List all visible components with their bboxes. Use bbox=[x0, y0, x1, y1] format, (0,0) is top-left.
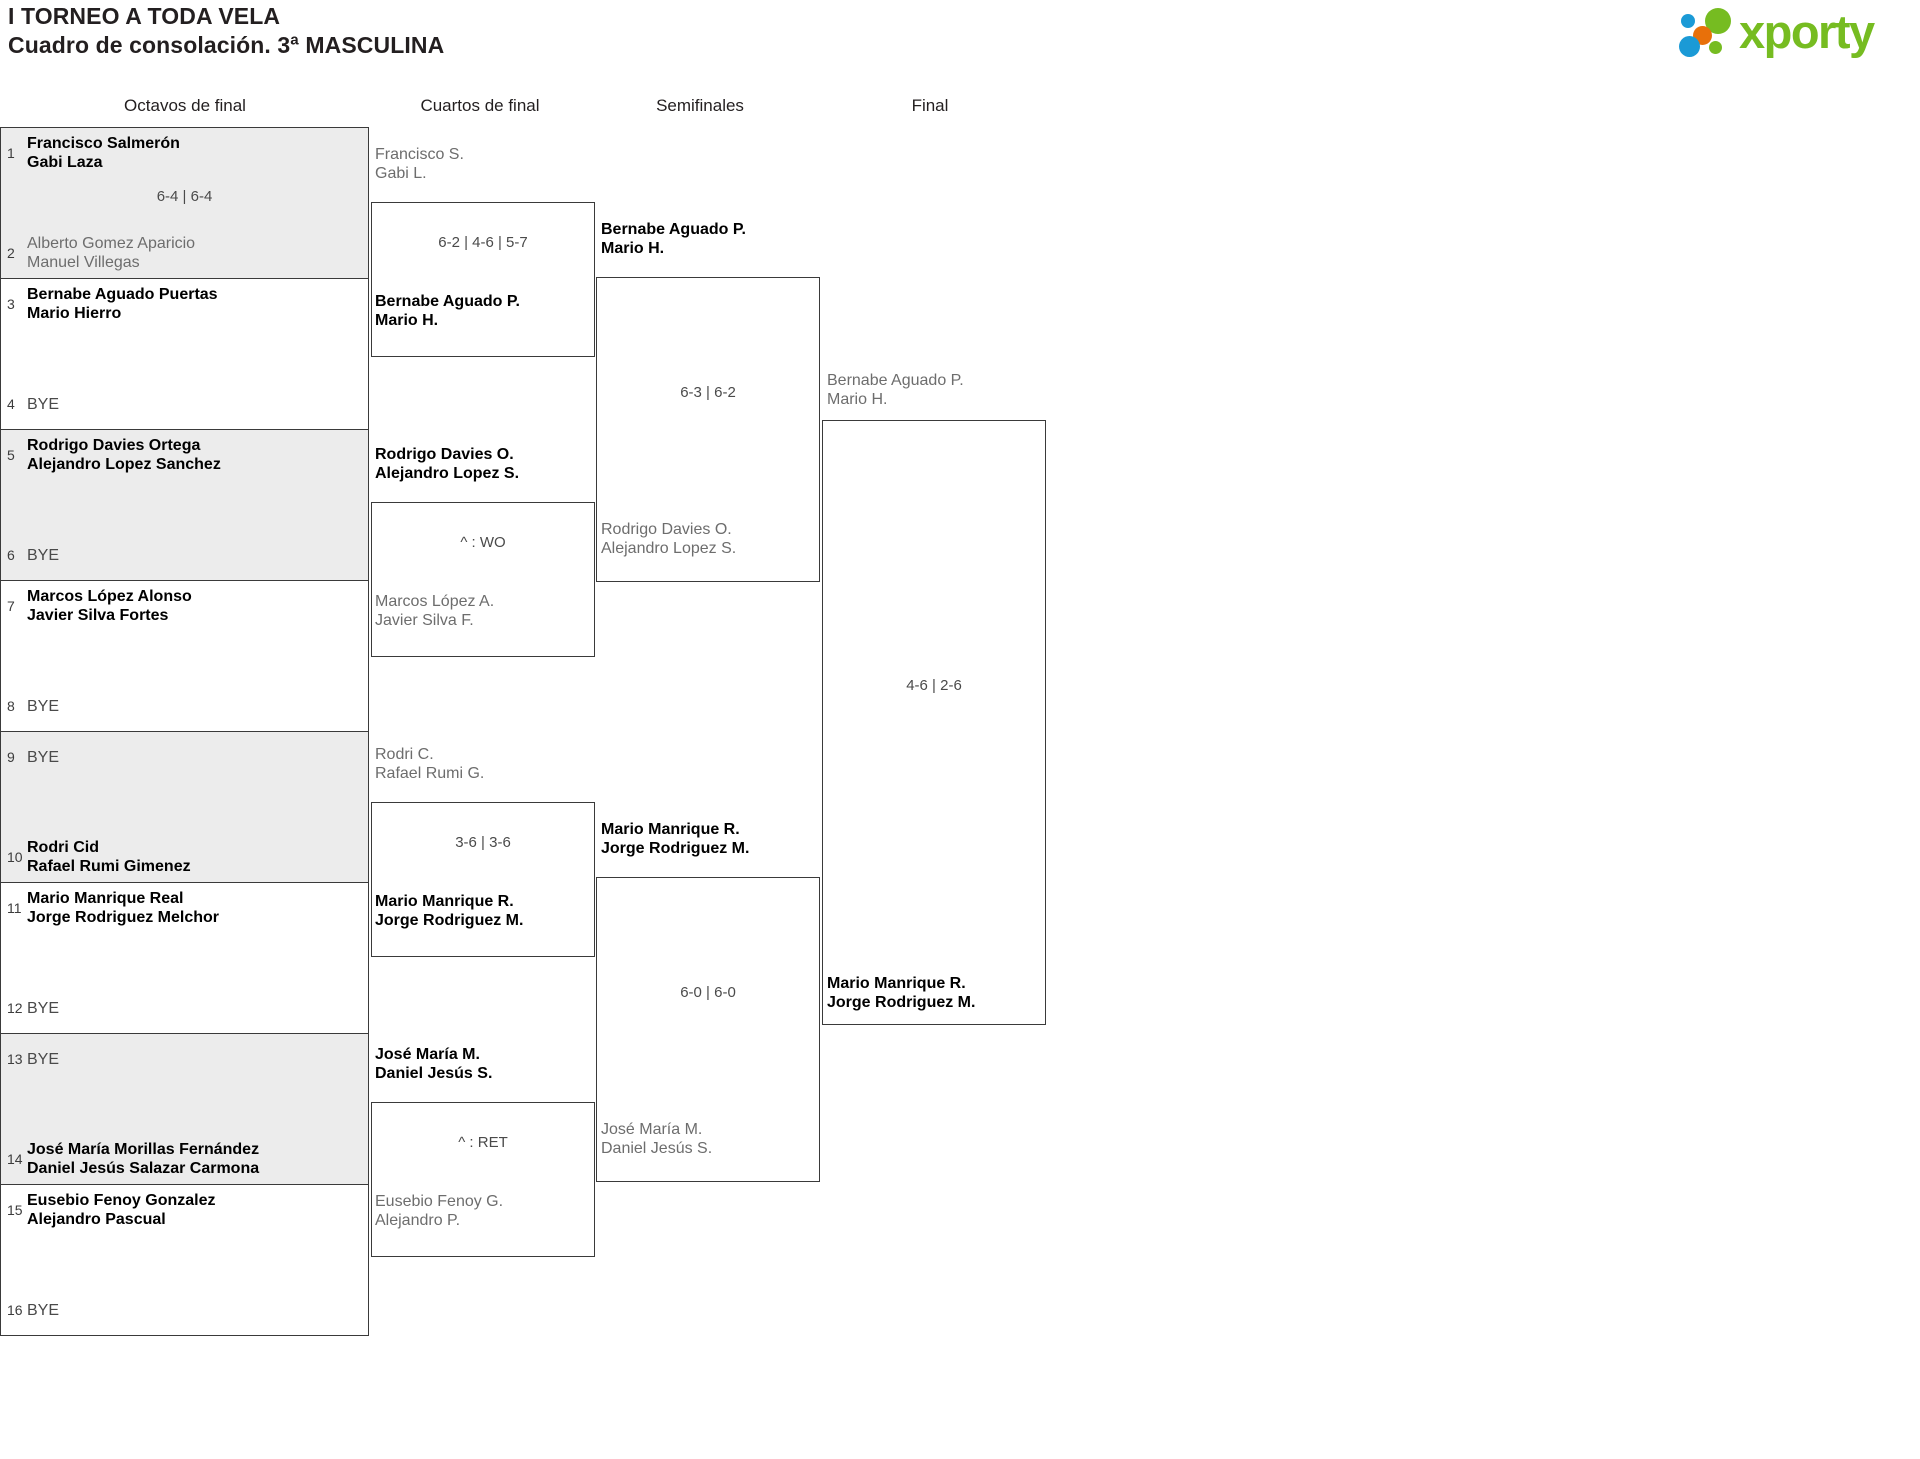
round-header-semifinales: Semifinales bbox=[656, 96, 744, 115]
r2-score-3: 3-6 | 3-6 bbox=[455, 834, 511, 851]
r3-match-box-1[interactable]: 6-3 | 6-2 bbox=[596, 277, 820, 582]
r4-top-label-1[interactable]: Bernabe Aguado P. Mario H. bbox=[827, 372, 964, 408]
r1-player-names: Francisco Salmerón Gabi Laza bbox=[27, 135, 180, 171]
r4-match-box-1[interactable]: 4-6 | 2-6 bbox=[822, 420, 1046, 1025]
tournament-title: I TORNEO A TODA VELA bbox=[8, 3, 281, 29]
round-header-cuartos: Cuartos de final bbox=[420, 96, 540, 115]
r1-group-6[interactable]: 11 Mario Manrique Real Jorge Rodriguez M… bbox=[0, 882, 369, 1034]
r1-slot-9[interactable]: 9 BYE bbox=[1, 737, 368, 777]
logo-dot-blue-small-icon bbox=[1681, 14, 1695, 28]
title-block: I TORNEO A TODA VELA Cuadro de consolaci… bbox=[8, 2, 444, 60]
r1-player-names: Mario Manrique Real Jorge Rodriguez Melc… bbox=[27, 890, 220, 926]
seed-number: 5 bbox=[7, 447, 15, 463]
r1-slot-7[interactable]: 7 Marcos López Alonso Javier Silva Forte… bbox=[1, 586, 368, 626]
r3-score-1: 6-3 | 6-2 bbox=[680, 384, 736, 401]
r2-match-box-1[interactable]: 6-2 | 4-6 | 5-7 bbox=[371, 202, 595, 357]
r3-match-box-2[interactable]: 6-0 | 6-0 bbox=[596, 877, 820, 1182]
r4-champion-label[interactable]: Mario Manrique R. Jorge Rodriguez M. bbox=[827, 975, 976, 1011]
r1-player-names: José María Morillas Fernández Daniel Jes… bbox=[27, 1141, 260, 1177]
r1-slot-1[interactable]: 1 Francisco Salmerón Gabi Laza bbox=[1, 133, 368, 173]
seed-number: 11 bbox=[7, 900, 22, 916]
r1-player-names: Rodri Cid Rafael Rumi Gimenez bbox=[27, 839, 191, 875]
seed-number: 1 bbox=[7, 145, 15, 161]
r2-bottom-label-4[interactable]: Eusebio Fenoy G. Alejandro P. bbox=[375, 1193, 504, 1229]
seed-number: 3 bbox=[7, 296, 15, 312]
r1-player-names: BYE bbox=[27, 546, 60, 564]
r1-player-names: Marcos López Alonso Javier Silva Fortes bbox=[27, 588, 192, 624]
logo-dots-icon bbox=[1679, 8, 1741, 57]
r1-slot-8[interactable]: 8 BYE bbox=[1, 686, 368, 726]
seed-number: 15 bbox=[7, 1202, 23, 1218]
r1-slot-11[interactable]: 11 Mario Manrique Real Jorge Rodriguez M… bbox=[1, 888, 368, 928]
r1-group-7[interactable]: 13 BYE 14 José María Morillas Fernández … bbox=[0, 1033, 369, 1185]
seed-number: 16 bbox=[7, 1302, 23, 1318]
r2-top-label-3[interactable]: Rodri C. Rafael Rumi G. bbox=[375, 746, 485, 782]
r1-player-names: Bernabe Aguado Puertas Mario Hierro bbox=[27, 286, 218, 322]
seed-number: 12 bbox=[7, 1000, 23, 1016]
r2-bottom-label-3[interactable]: Mario Manrique R. Jorge Rodriguez M. bbox=[375, 893, 524, 929]
seed-number: 4 bbox=[7, 396, 15, 412]
r1-slot-5[interactable]: 5 Rodrigo Davies Ortega Alejandro Lopez … bbox=[1, 435, 368, 475]
xporty-logo: xporty bbox=[1679, 5, 1904, 58]
seed-number: 8 bbox=[7, 698, 15, 714]
r3-bottom-label-2[interactable]: José María M. Daniel Jesús S. bbox=[601, 1121, 713, 1157]
r1-group-1[interactable]: 1 Francisco Salmerón Gabi Laza 6-4 | 6-4… bbox=[0, 127, 369, 279]
r1-score-1: 6-4 | 6-4 bbox=[156, 188, 213, 205]
r2-score-1: 6-2 | 4-6 | 5-7 bbox=[438, 234, 528, 251]
r3-top-label-1[interactable]: Bernabe Aguado P. Mario H. bbox=[601, 221, 746, 257]
r1-player-names: Eusebio Fenoy Gonzalez Alejandro Pascual bbox=[27, 1192, 216, 1228]
r1-slot-16[interactable]: 16 BYE bbox=[1, 1290, 368, 1330]
r1-player-names: BYE bbox=[27, 1050, 60, 1068]
r1-group-3[interactable]: 5 Rodrigo Davies Ortega Alejandro Lopez … bbox=[0, 429, 369, 581]
r4-score-1: 4-6 | 2-6 bbox=[906, 677, 962, 694]
r1-player-names: BYE bbox=[27, 999, 60, 1017]
r2-match-box-3[interactable]: 3-6 | 3-6 bbox=[371, 802, 595, 957]
r1-slot-14[interactable]: 14 José María Morillas Fernández Daniel … bbox=[1, 1139, 368, 1179]
r2-bottom-label-1[interactable]: Bernabe Aguado P. Mario H. bbox=[375, 293, 520, 329]
r2-top-label-2[interactable]: Rodrigo Davies O. Alejandro Lopez S. bbox=[375, 446, 520, 482]
r1-slot-10[interactable]: 10 Rodri Cid Rafael Rumi Gimenez bbox=[1, 837, 368, 877]
seed-number: 14 bbox=[7, 1151, 23, 1167]
r1-player-names: BYE bbox=[27, 1301, 60, 1319]
r1-player-names: Alberto Gomez Aparicio Manuel Villegas bbox=[27, 235, 196, 271]
r2-top-label-1[interactable]: Francisco S. Gabi L. bbox=[375, 146, 464, 182]
r1-player-names: BYE bbox=[27, 395, 60, 413]
r1-slot-13[interactable]: 13 BYE bbox=[1, 1039, 368, 1079]
bracket-subtitle: Cuadro de consolación. 3ª MASCULINA bbox=[8, 32, 445, 58]
logo-dot-blue-large-icon bbox=[1679, 36, 1700, 57]
seed-number: 13 bbox=[7, 1051, 23, 1067]
r1-group-5[interactable]: 9 BYE 10 Rodri Cid Rafael Rumi Gimenez bbox=[0, 731, 369, 883]
round-header-final: Final bbox=[911, 96, 949, 115]
r1-slot-15[interactable]: 15 Eusebio Fenoy Gonzalez Alejandro Pasc… bbox=[1, 1190, 368, 1230]
r1-player-names: Rodrigo Davies Ortega Alejandro Lopez Sa… bbox=[27, 437, 221, 473]
seed-number: 2 bbox=[7, 245, 15, 261]
r1-group-4[interactable]: 7 Marcos López Alonso Javier Silva Forte… bbox=[0, 580, 369, 732]
r1-player-names: BYE bbox=[27, 697, 60, 715]
r3-top-label-2[interactable]: Mario Manrique R. Jorge Rodriguez M. bbox=[601, 821, 750, 857]
r1-slot-3[interactable]: 3 Bernabe Aguado Puertas Mario Hierro bbox=[1, 284, 368, 324]
round-header-octavos: Octavos de final bbox=[124, 96, 246, 115]
r1-group-2[interactable]: 3 Bernabe Aguado Puertas Mario Hierro 4 … bbox=[0, 278, 369, 430]
r1-slot-12[interactable]: 12 BYE bbox=[1, 988, 368, 1028]
r3-bottom-label-1[interactable]: Rodrigo Davies O. Alejandro Lopez S. bbox=[601, 521, 737, 557]
r1-slot-4[interactable]: 4 BYE bbox=[1, 384, 368, 424]
page-header: I TORNEO A TODA VELA Cuadro de consolaci… bbox=[0, 0, 1920, 80]
r2-score-2: ^ : WO bbox=[460, 534, 506, 551]
r2-match-box-2[interactable]: ^ : WO bbox=[371, 502, 595, 657]
r3-score-2: 6-0 | 6-0 bbox=[680, 984, 736, 1001]
r2-top-label-4[interactable]: José María M. Daniel Jesús S. bbox=[375, 1046, 493, 1082]
r2-bottom-label-2[interactable]: Marcos López A. Javier Silva F. bbox=[375, 593, 495, 629]
r2-match-box-4[interactable]: ^ : RET bbox=[371, 1102, 595, 1257]
r1-player-names: BYE bbox=[27, 748, 60, 766]
r1-slot-6[interactable]: 6 BYE bbox=[1, 535, 368, 575]
r2-score-4: ^ : RET bbox=[458, 1134, 508, 1151]
logo-wordmark: xporty bbox=[1739, 5, 1875, 58]
logo-dot-green-small-icon bbox=[1709, 41, 1722, 54]
r1-group-8[interactable]: 15 Eusebio Fenoy Gonzalez Alejandro Pasc… bbox=[0, 1184, 369, 1336]
seed-number: 9 bbox=[7, 749, 15, 765]
seed-number: 7 bbox=[7, 598, 15, 614]
r1-slot-2[interactable]: 2 Alberto Gomez Aparicio Manuel Villegas bbox=[1, 233, 368, 273]
seed-number: 6 bbox=[7, 547, 15, 563]
seed-number: 10 bbox=[7, 849, 23, 865]
